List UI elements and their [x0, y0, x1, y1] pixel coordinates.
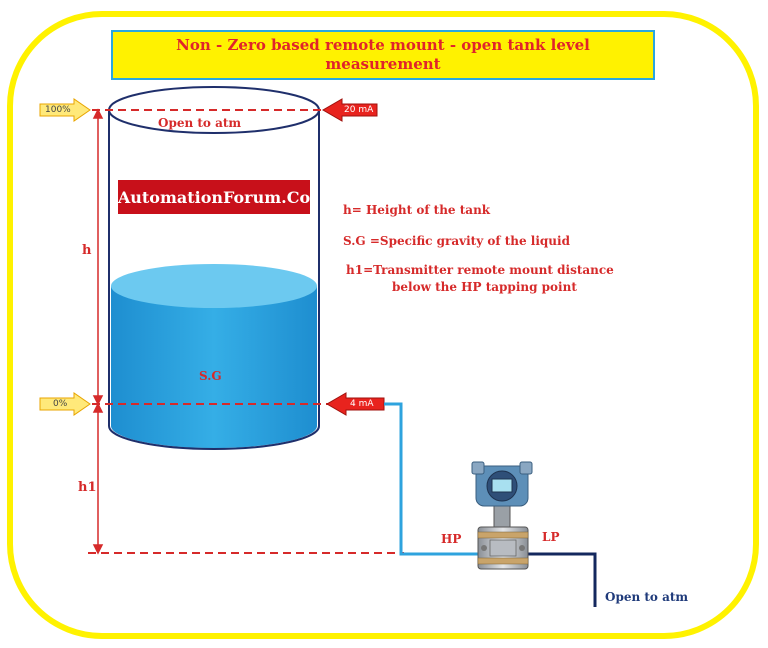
h1-dimension-line: [92, 402, 104, 555]
specific-gravity-label: S.G: [199, 369, 222, 383]
tank-liquid: [111, 264, 317, 448]
watermark-logo: AutomationForum.Co: [118, 180, 310, 214]
top-current-arrow: [322, 98, 378, 122]
top-percent-arrow: [39, 98, 91, 122]
note-h1-definition-line-1: h1=Transmitter remote mount distance: [346, 263, 614, 277]
note-h1-definition-line-2: below the HP tapping point: [392, 280, 577, 294]
bottom-percent-arrow: [39, 392, 91, 416]
title-line-2: measurement: [325, 55, 441, 73]
h1-dimension-label: h1: [78, 480, 97, 495]
hp-port-label: HP: [441, 532, 462, 546]
lp-open-to-atm-label: Open to atm: [605, 590, 689, 604]
h-dimension-line: [92, 108, 104, 406]
transmitter-image: [471, 461, 533, 570]
bottom-percent-label: 0%: [53, 399, 68, 409]
lp-vent-line: [528, 552, 597, 607]
hp-impulse-line: [384, 402, 478, 556]
diagram-title: Non - Zero based remote mount - open tan…: [111, 30, 655, 80]
title-line-1: Non - Zero based remote mount - open tan…: [176, 36, 590, 54]
h-dimension-label: h: [82, 243, 92, 258]
bottom-current-label: 4 mA: [350, 399, 374, 409]
note-sg-definition: S.G =Specific gravity of the liquid: [343, 234, 570, 248]
outer-frame: [7, 11, 759, 639]
top-current-label: 20 mA: [344, 105, 374, 115]
top-percent-label: 100%: [45, 105, 71, 115]
bottom-current-arrow: [326, 392, 385, 416]
tank-outline: [108, 86, 320, 450]
tank-open-to-atm-label: Open to atm: [158, 116, 242, 130]
lp-port-label: LP: [542, 530, 560, 544]
note-h-definition: h= Height of the tank: [343, 203, 491, 217]
